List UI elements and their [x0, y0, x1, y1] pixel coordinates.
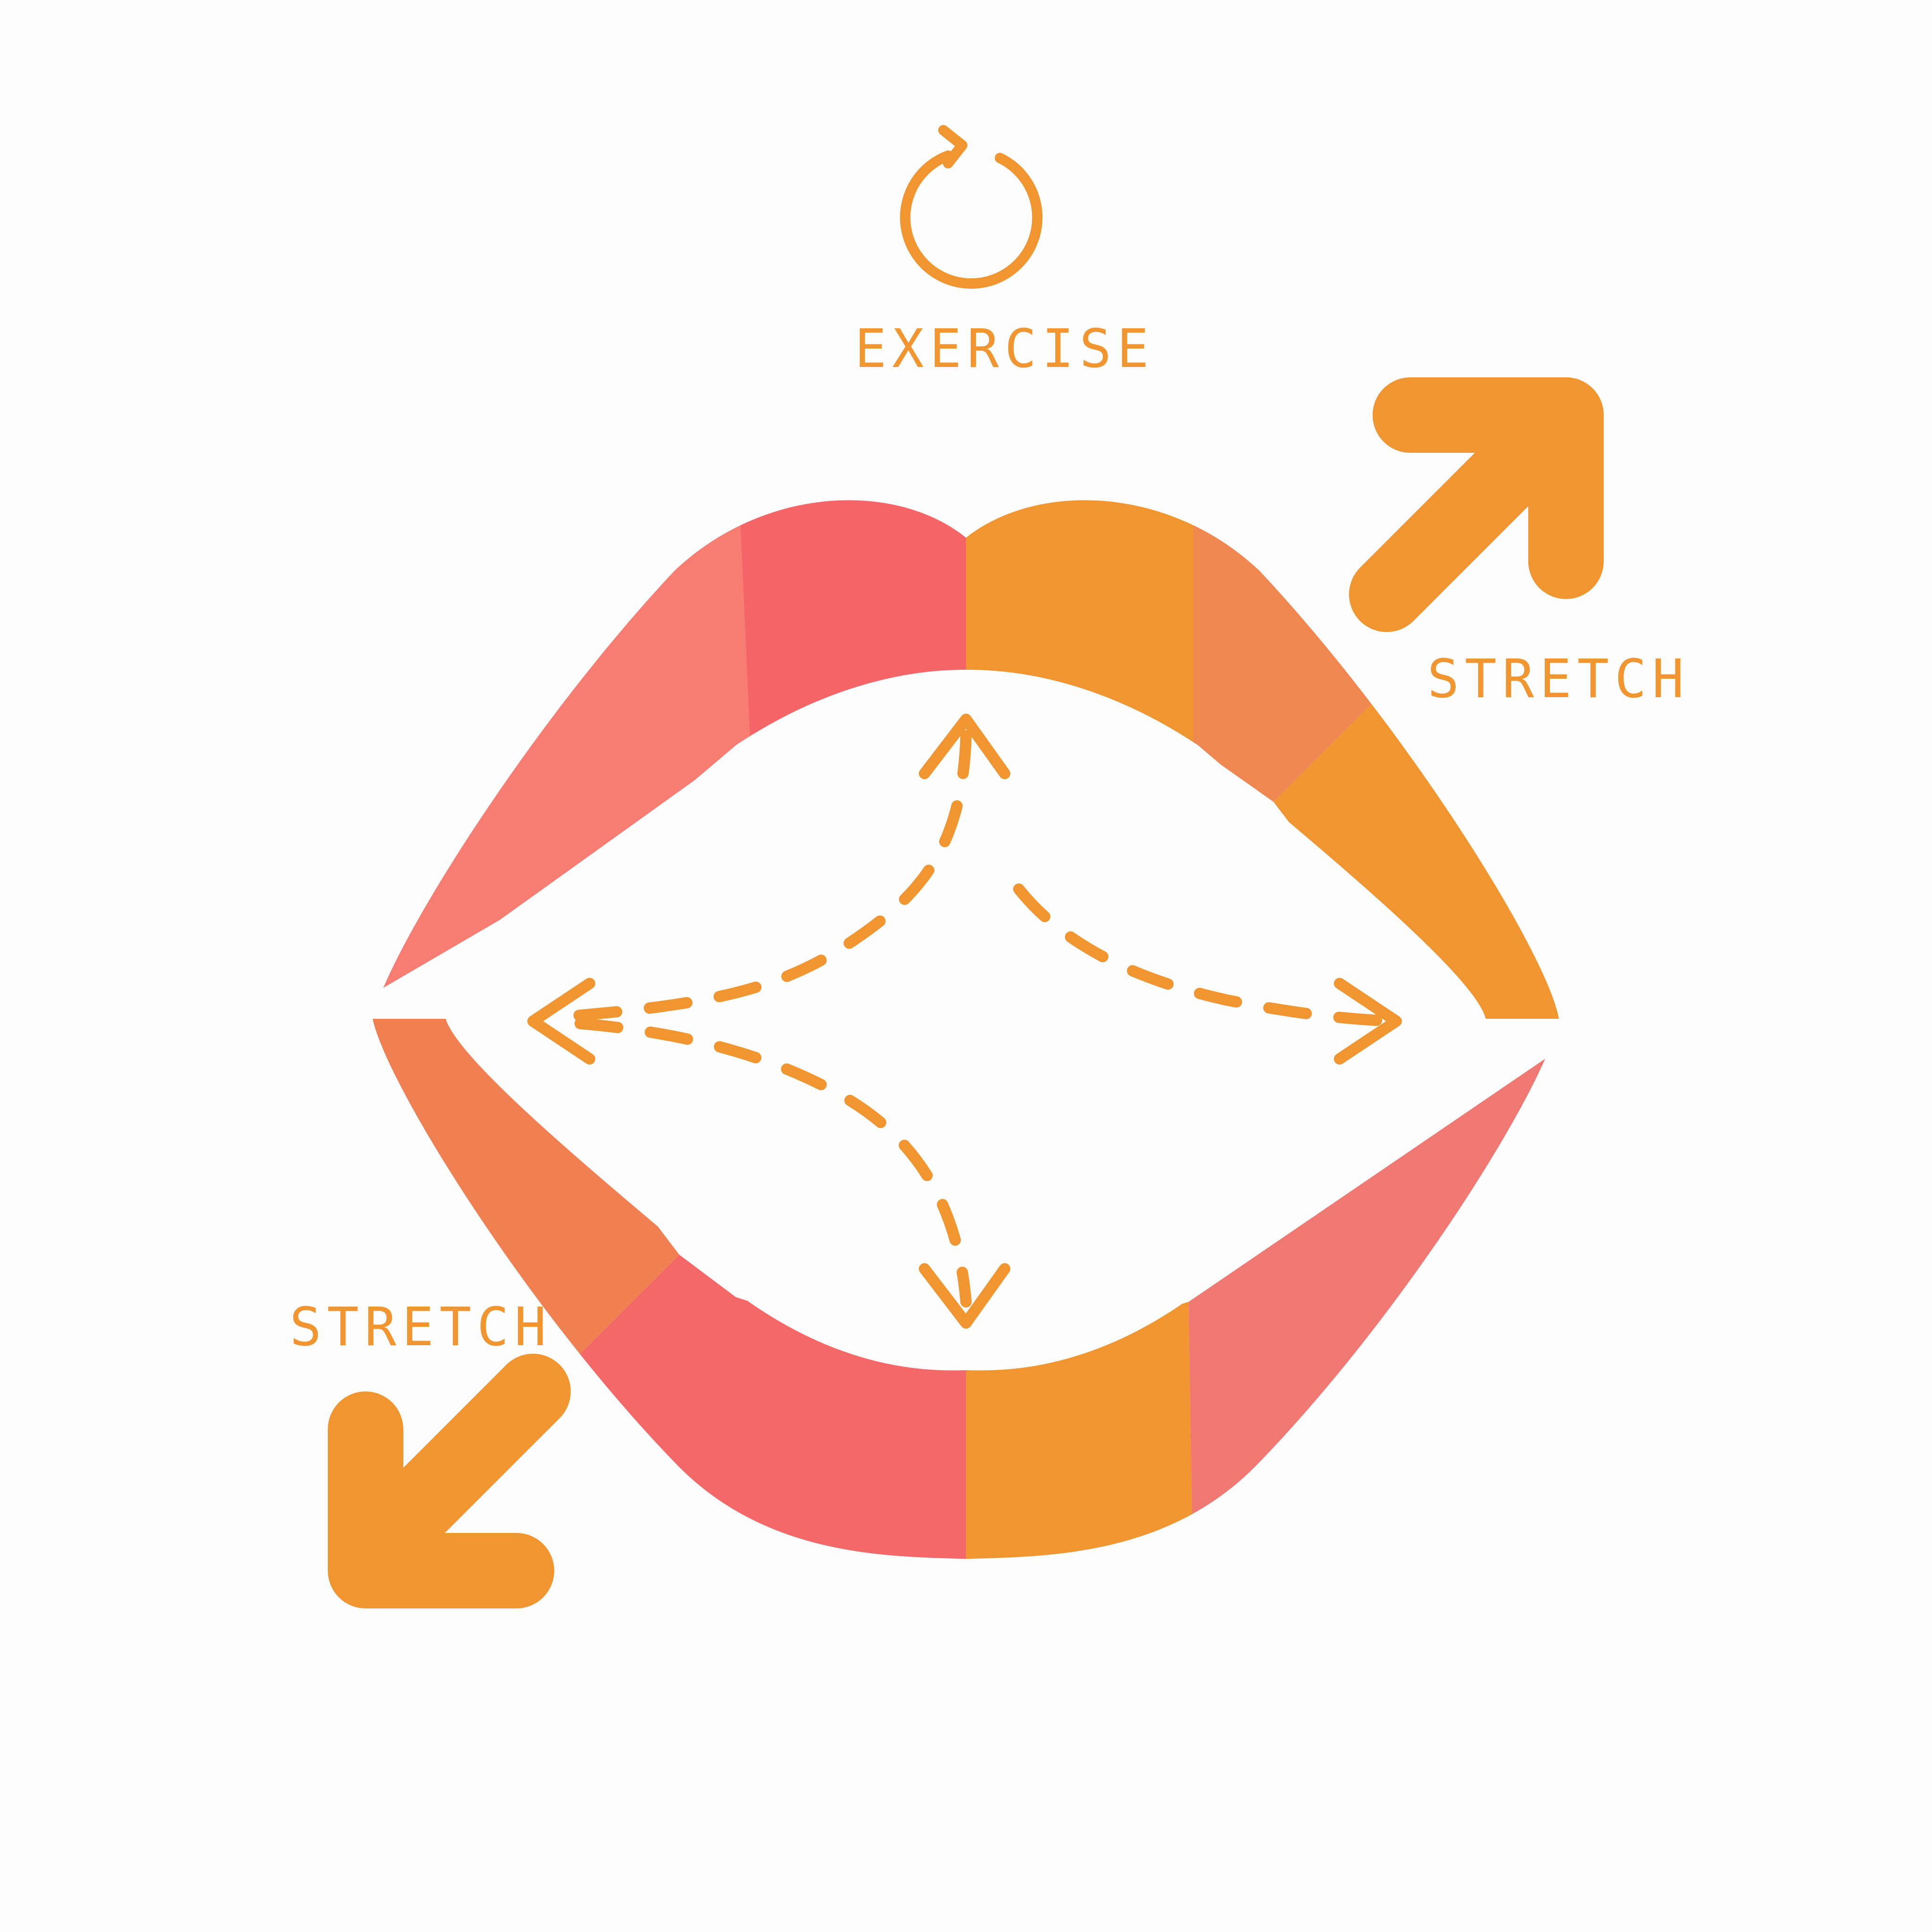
lip-panel-upper-outer-left [373, 500, 750, 1019]
refresh-cycle-icon [900, 125, 1043, 289]
arrowhead-down [919, 1263, 1010, 1329]
lip-panel-lower-inner-right [966, 1302, 1193, 1559]
arrowhead-right [1334, 978, 1402, 1065]
stretch-label-left: STRETCH [290, 1297, 552, 1358]
dashed-line-right [1013, 883, 1397, 1027]
arrow-up-right-icon [1349, 377, 1604, 632]
lip-panel-upper-inner-left [736, 500, 966, 741]
stretch-label-right: STRETCH [1427, 649, 1690, 710]
arrowhead-left [527, 978, 595, 1065]
four-way-dashed-arrow-icon [527, 714, 1402, 1329]
lip-panel-lower-outer-right [1189, 1019, 1559, 1559]
arrowhead-up [919, 714, 1010, 779]
lip-panel-upper-inner-right [966, 500, 1193, 745]
dashed-line-down [575, 1018, 972, 1307]
arrow-down-left-icon [328, 1354, 571, 1608]
dashed-line-up [560, 730, 972, 1022]
exercise-label: EXERCISE [855, 318, 1155, 380]
